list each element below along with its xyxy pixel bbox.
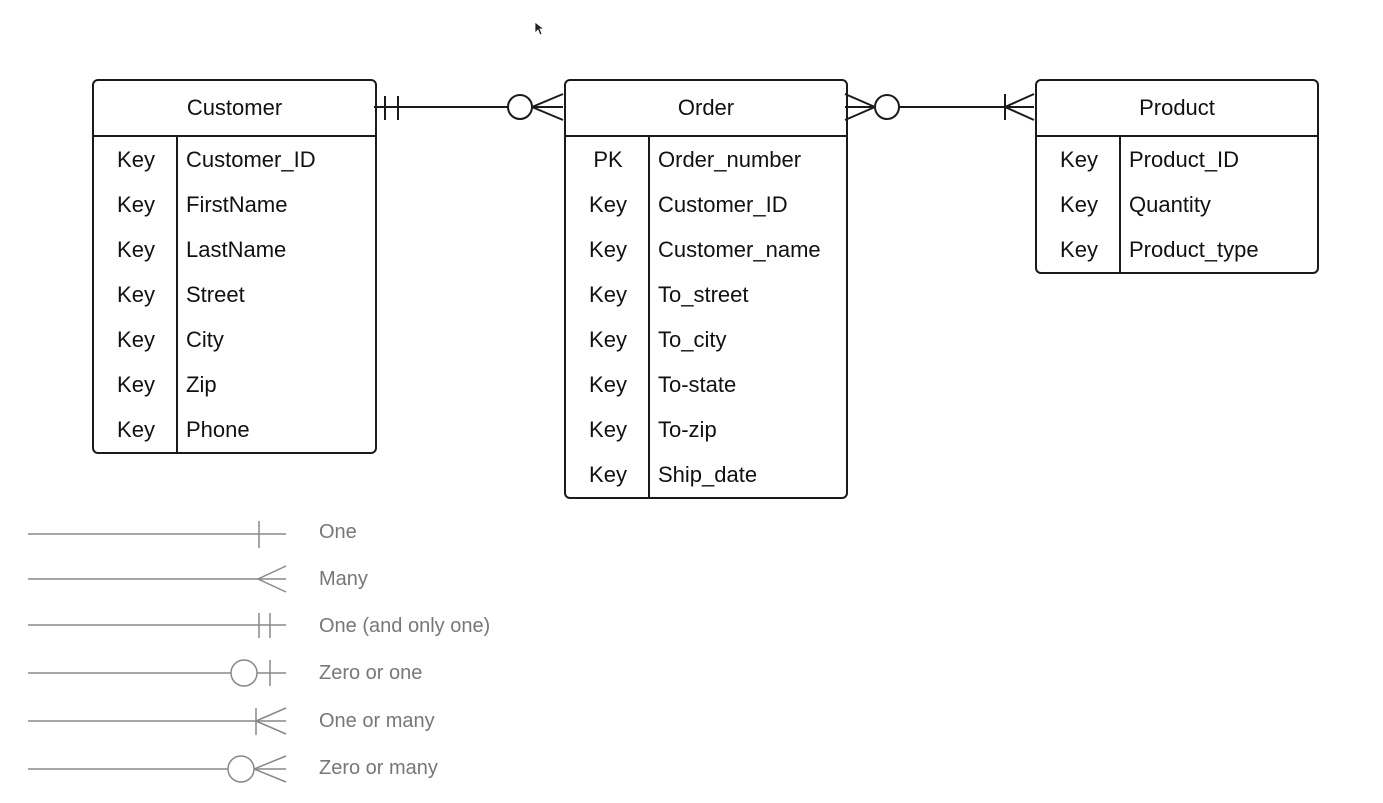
legend-item-one-and-only-one: One (and only one) xyxy=(28,607,528,647)
legend-item-one: One xyxy=(28,513,528,553)
attribute-row: Key City xyxy=(94,317,375,362)
attribute-cell: Customer_ID xyxy=(658,192,788,217)
key-cell: Key xyxy=(1060,237,1098,262)
key-cell: Key xyxy=(589,462,627,487)
attribute-row: Key To_street xyxy=(566,272,846,317)
key-cell: Key xyxy=(117,192,155,217)
entity-title: Customer xyxy=(94,81,375,137)
zero-or-one-symbol-icon xyxy=(28,659,286,687)
entity-title: Product xyxy=(1037,81,1317,137)
key-cell: Key xyxy=(117,237,155,262)
attribute-row: Key Phone xyxy=(94,407,375,452)
attribute-cell: To_city xyxy=(658,327,727,352)
many-symbol-icon xyxy=(28,565,287,593)
attribute-row: Key Customer_ID xyxy=(94,137,375,182)
attribute-cell: Phone xyxy=(186,417,250,442)
relationship-customer-order[interactable] xyxy=(374,93,564,121)
attribute-cell: Zip xyxy=(186,372,217,397)
column-divider xyxy=(648,137,650,497)
attribute-row: Key FirstName xyxy=(94,182,375,227)
legend-label: One (and only one) xyxy=(319,615,491,637)
entity-title: Order xyxy=(566,81,846,137)
attribute-cell: To-state xyxy=(658,372,737,397)
key-cell: Key xyxy=(1060,192,1098,217)
attribute-cell: To_street xyxy=(658,282,749,307)
attribute-cell: To-zip xyxy=(658,417,717,442)
legend-item-many: Many xyxy=(28,560,528,600)
key-cell: Key xyxy=(589,417,627,442)
attribute-row: Key Product_ID xyxy=(1037,137,1317,182)
attribute-row: Key Zip xyxy=(94,362,375,407)
attribute-cell: Order_number xyxy=(658,147,802,172)
key-cell: PK xyxy=(593,147,623,172)
attribute-row: Key To-zip xyxy=(566,407,846,452)
key-cell: Key xyxy=(589,327,627,352)
attribute-cell: Ship_date xyxy=(658,462,758,487)
attribute-row: Key Product_type xyxy=(1037,227,1317,272)
key-cell: Key xyxy=(589,282,627,307)
attribute-cell: Street xyxy=(186,282,245,307)
key-cell: Key xyxy=(117,372,155,397)
attribute-cell: LastName xyxy=(186,237,287,262)
key-cell: Key xyxy=(117,327,155,352)
attribute-cell: Customer_ID xyxy=(186,147,316,172)
attribute-row: Key LastName xyxy=(94,227,375,272)
column-divider xyxy=(1119,137,1121,272)
one-symbol-icon xyxy=(28,521,286,548)
attribute-cell: Product_ID xyxy=(1129,147,1240,172)
key-cell: Key xyxy=(1060,147,1098,172)
key-cell: Key xyxy=(589,237,627,262)
legend-label: Many xyxy=(319,568,368,590)
legend-label: One xyxy=(319,521,357,543)
column-divider xyxy=(176,137,178,452)
key-cell: Key xyxy=(117,282,155,307)
legend-label: Zero or many xyxy=(319,757,438,779)
attribute-cell: City xyxy=(186,327,224,352)
legend-label: One or many xyxy=(319,710,435,732)
key-cell: Key xyxy=(589,372,627,397)
attribute-cell: FirstName xyxy=(186,192,288,217)
key-cell: Key xyxy=(117,147,155,172)
attribute-cell: Customer_name xyxy=(658,237,821,262)
attribute-row: Key Customer_name xyxy=(566,227,846,272)
mouse-pointer-icon xyxy=(534,21,546,36)
one-or-many-symbol-icon xyxy=(28,707,287,735)
relationship-order-product[interactable] xyxy=(844,93,1035,121)
legend-item-zero-or-many: Zero or many xyxy=(28,749,528,789)
attribute-row: Key Street xyxy=(94,272,375,317)
zero-or-many-symbol-icon xyxy=(28,755,287,783)
attribute-cell: Product_type xyxy=(1129,237,1259,262)
legend-item-one-or-many: One or many xyxy=(28,702,528,742)
attribute-row: Key Customer_ID xyxy=(566,182,846,227)
key-cell: Key xyxy=(589,192,627,217)
one-and-only-one-symbol-icon xyxy=(28,613,286,638)
attribute-row: PK Order_number xyxy=(566,137,846,182)
attribute-row: Key Quantity xyxy=(1037,182,1317,227)
key-cell: Key xyxy=(117,417,155,442)
attribute-row: Key Ship_date xyxy=(566,452,846,497)
attribute-row: Key To-state xyxy=(566,362,846,407)
legend-item-zero-or-one: Zero or one xyxy=(28,654,528,694)
attribute-cell: Quantity xyxy=(1129,192,1211,217)
attribute-row: Key To_city xyxy=(566,317,846,362)
legend-label: Zero or one xyxy=(319,662,423,684)
